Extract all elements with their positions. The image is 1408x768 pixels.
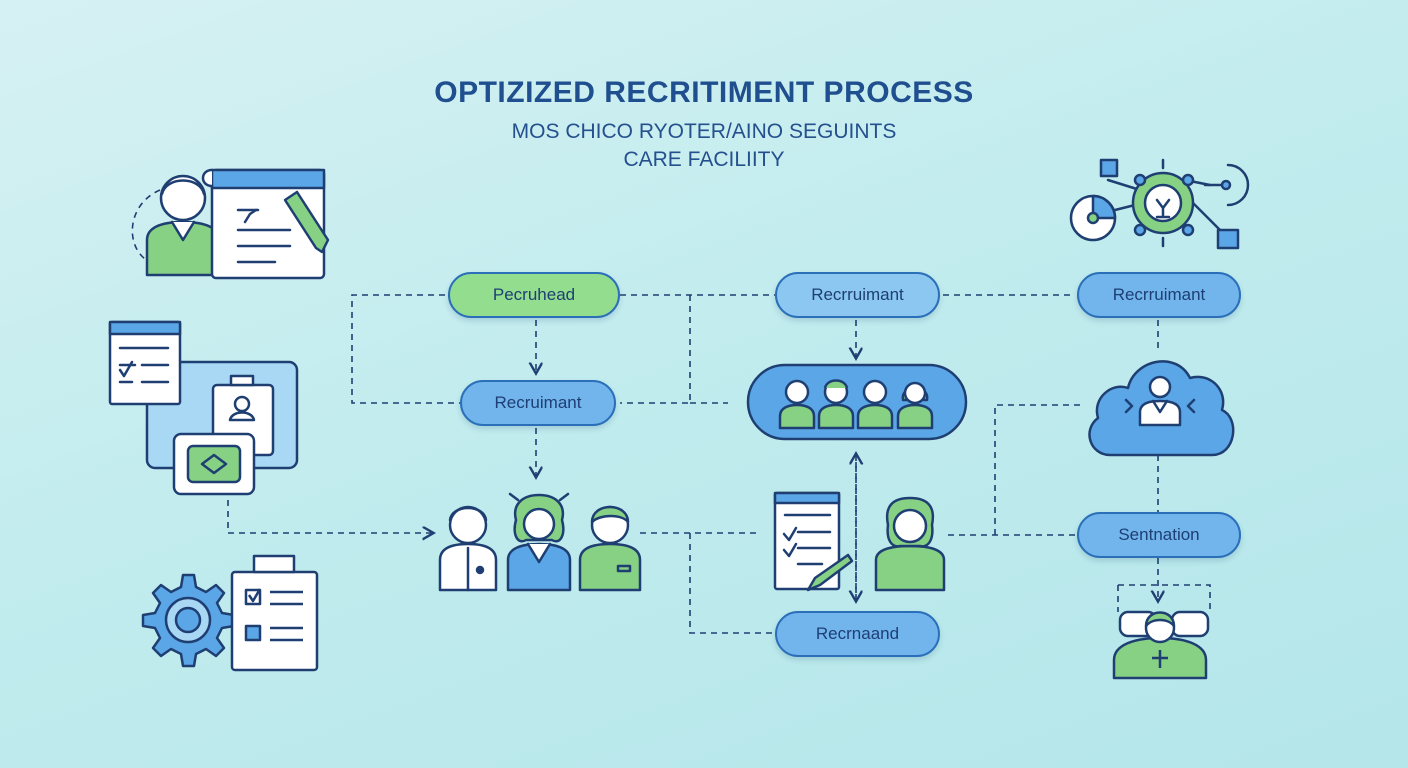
nurse-with-document-icon bbox=[145, 168, 330, 280]
diagram-title: OPTIZIZED RECRITIMENT PROCESS bbox=[434, 76, 974, 109]
team-member-icon bbox=[896, 381, 934, 430]
team-capsule bbox=[746, 363, 968, 441]
process-node-recruimant: Recruimant bbox=[460, 380, 616, 426]
gear-and-checklist-icon bbox=[141, 554, 319, 672]
tablet-stack-icon bbox=[108, 320, 299, 496]
recruiter-nurse-icon bbox=[874, 496, 946, 592]
connector-lines bbox=[131, 189, 1211, 634]
innovation-network-icon bbox=[1069, 158, 1250, 250]
process-node-pecruhead: Pecruhead bbox=[448, 272, 620, 318]
team-member-icon bbox=[778, 379, 816, 430]
candidate-group-icon bbox=[438, 492, 642, 592]
diagram-subtitle-line-1: MOS CHICO RYOTER/AINO SEGUINTS bbox=[511, 120, 897, 143]
process-node-recrnaand: Recrnaand bbox=[775, 611, 940, 657]
team-member-icon bbox=[817, 379, 855, 430]
process-node-recrruimant-center: Recrruimant bbox=[775, 272, 940, 318]
diagram-subtitle-line-2: CARE FACILIITY bbox=[623, 148, 785, 171]
process-node-recrruimant-right: Recrruimant bbox=[1077, 272, 1241, 318]
application-form-icon bbox=[773, 491, 854, 592]
onboarding-group-icon bbox=[1112, 610, 1210, 680]
cloud-candidate-icon bbox=[1088, 360, 1235, 457]
process-node-sentnation: Sentnation bbox=[1077, 512, 1241, 558]
team-member-icon bbox=[856, 379, 894, 430]
